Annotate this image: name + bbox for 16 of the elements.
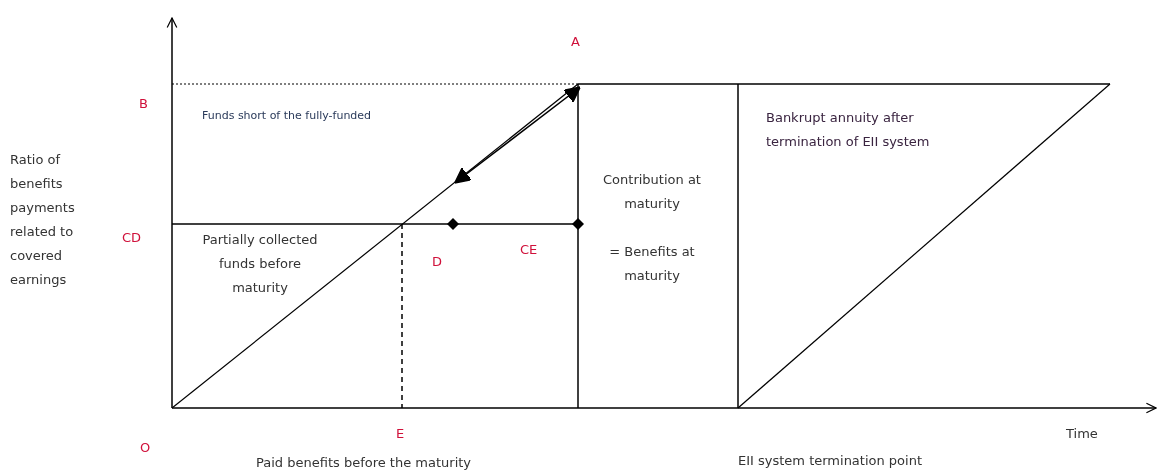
- point-label: CE: [520, 242, 538, 257]
- point-label: CD: [122, 230, 142, 245]
- region-label: Partially collected funds before maturity: [201, 231, 319, 297]
- axis-note: Paid benefits before the maturity: [256, 454, 473, 471]
- point-label: B: [139, 96, 148, 111]
- point-label: D: [432, 254, 442, 269]
- region-label: = Benefits at maturity: [608, 243, 696, 285]
- region-label: Bankrupt annuity after termination of EII system: [766, 109, 931, 151]
- point-label: A: [571, 34, 580, 49]
- axis-title: Ratio of benefits payments related to covered earnings: [10, 151, 76, 289]
- axis-title: Time: [1066, 426, 1098, 441]
- axis-note: EII system termination point: [738, 452, 924, 470]
- region-label: Contribution at maturity: [602, 171, 702, 213]
- point-label: O: [140, 440, 151, 455]
- point-label: E: [396, 426, 405, 441]
- region-label: Funds short of the fully-funded: [202, 108, 373, 124]
